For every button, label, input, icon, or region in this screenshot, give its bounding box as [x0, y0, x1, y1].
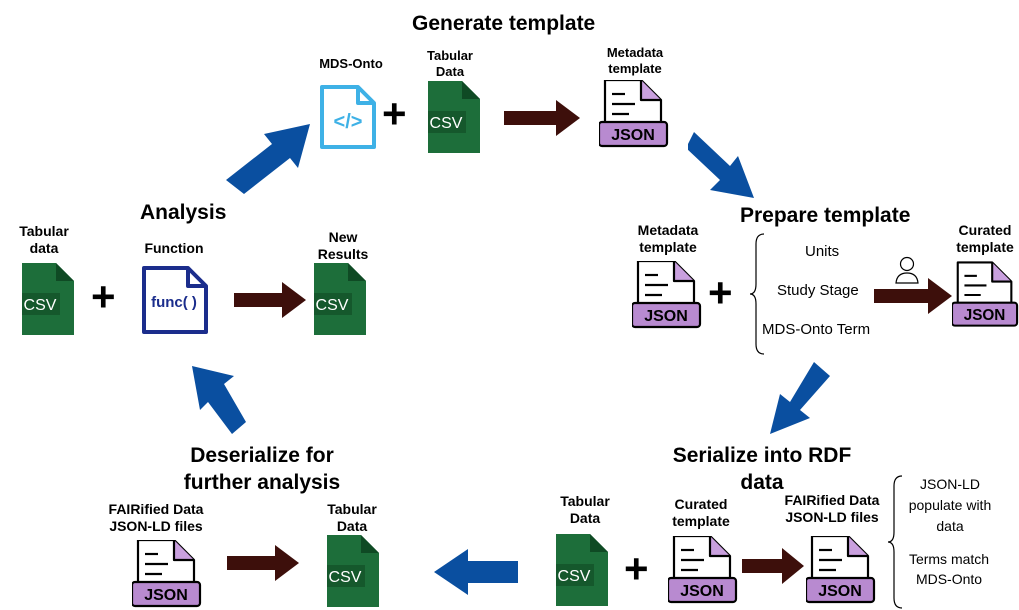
csv-badge-text: CSV: [558, 568, 591, 585]
user-icon: [895, 256, 919, 284]
arrow-analysis-function-to-results: [234, 282, 306, 318]
csv-badge-text: CSV: [329, 569, 362, 586]
serialize-curated-json-icon: JSON: [668, 536, 738, 604]
csv-badge-text: CSV: [430, 115, 463, 132]
new-results-csv-icon: CSV: [314, 263, 366, 335]
deserialize-fairified-label: FAIRified Data JSON-LD files: [108, 501, 204, 534]
serialize-curated-template-label: Curated template: [672, 496, 730, 529]
generate-tabular-data-label: Tabular Data: [427, 48, 473, 79]
deserialize-csv-icon: CSV: [327, 535, 379, 607]
code-glyph: </>: [334, 111, 363, 133]
deserialize-title: Deserialize for further analysis: [183, 444, 341, 494]
json-badge-text: JSON: [964, 307, 1006, 324]
prepare-plus: +: [708, 269, 733, 316]
arrow-generate-to-metadata: [504, 100, 580, 136]
arrow-serialize-curated-to-fairified: [742, 548, 804, 584]
json-badge-text: JSON: [611, 127, 655, 144]
prepare-curated-template-label: Curated template: [956, 222, 1014, 255]
csv-badge-text: CSV: [24, 297, 57, 314]
serialize-brace: [887, 475, 903, 609]
arrow-deserialize-to-analysis: [192, 366, 246, 434]
option-units: Units: [805, 243, 840, 260]
serialize-rdf-title: Serialize into RDF data: [672, 444, 852, 494]
prepare-curated-json-icon: JSON: [952, 261, 1019, 327]
serialize-fairified-label: FAIRified Data JSON-LD files: [784, 492, 880, 525]
code-file-icon: </>: [320, 85, 376, 149]
csv-badge-text: CSV: [316, 297, 349, 314]
arrow-generate-to-prepare: [688, 132, 754, 198]
prepare-brace: [749, 233, 765, 355]
prepare-json-icon: JSON: [632, 261, 702, 329]
serialize-fairified-json-icon: JSON: [806, 536, 876, 604]
generate-template-title: Generate template: [412, 12, 596, 35]
analysis-tabular-data-label: Tabular data: [19, 223, 69, 256]
arrow-prepare-to-curated: [874, 278, 952, 314]
json-badge-text: JSON: [644, 308, 688, 325]
analysis-csv-icon: CSV: [22, 263, 74, 335]
function-file-icon: func( ): [142, 266, 208, 334]
analysis-title: Analysis: [140, 201, 227, 224]
arrow-serialize-to-deserialize: [434, 549, 518, 595]
serialize-csv-icon: CSV: [556, 534, 608, 606]
note-terms-match: Terms match MDS-Onto: [908, 551, 990, 587]
option-study-stage: Study Stage: [777, 282, 859, 299]
json-badge-text: JSON: [680, 583, 724, 600]
prepare-metadata-template-label: Metadata template: [637, 222, 699, 255]
new-results-label: New Results: [317, 229, 369, 262]
generate-metadata-template-label: Metadata template: [606, 45, 664, 76]
arrow-deserialize-json-to-csv: [227, 545, 299, 581]
deserialize-tabular-data-label: Tabular Data: [327, 501, 377, 534]
function-label: Function: [144, 240, 204, 256]
serialize-plus: +: [624, 545, 649, 592]
note-jsonld-populate: JSON-LD populate with data: [908, 476, 992, 534]
arrow-prepare-to-serialize: [770, 362, 830, 434]
option-mds-onto-term: MDS-Onto Term: [762, 321, 871, 338]
serialize-tabular-data-label: Tabular Data: [560, 493, 610, 526]
generate-plus: +: [382, 90, 407, 137]
generate-json-icon: JSON: [599, 80, 669, 148]
prepare-template-title: Prepare template: [740, 204, 911, 227]
json-badge-text: JSON: [144, 587, 188, 604]
function-text: func( ): [151, 294, 197, 311]
deserialize-fairified-json-icon: JSON: [132, 540, 202, 608]
json-badge-text: JSON: [818, 583, 862, 600]
generate-csv-icon: CSV: [428, 81, 480, 153]
analysis-plus: +: [91, 273, 116, 320]
mds-onto-label: MDS-Onto: [319, 56, 383, 71]
arrow-analysis-to-generate: [226, 124, 310, 194]
